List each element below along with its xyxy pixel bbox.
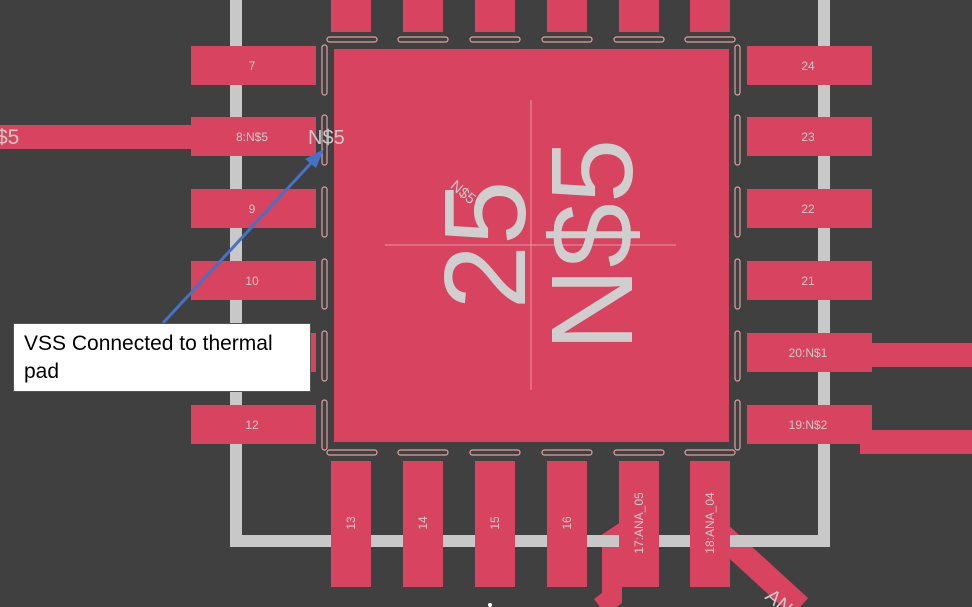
pad-top[interactable] [619, 0, 659, 32]
net-label-left-edge: $5 [0, 126, 19, 149]
pad-label-12: 12 [245, 418, 259, 432]
pad-label-24: 24 [801, 59, 815, 73]
pad-22[interactable] [747, 189, 872, 228]
pad-label-22: 22 [801, 202, 815, 216]
pad-10[interactable] [191, 261, 316, 300]
pad-12[interactable] [191, 405, 316, 444]
pad-label-23: 23 [801, 130, 815, 144]
pad-label-21: 21 [801, 274, 815, 288]
pad-13[interactable] [331, 461, 371, 587]
right-pads: 24 23 22 21 20:N$1 19:N$2 [747, 46, 872, 444]
pad-15[interactable] [475, 461, 515, 587]
pad-label-16: 16 [560, 516, 574, 530]
pad-9[interactable] [191, 189, 316, 228]
pad-21[interactable] [747, 261, 872, 300]
net-label-n5: N$5 [308, 127, 345, 149]
cursor-dot [488, 603, 492, 607]
pad-label-19: 19:N$2 [789, 418, 828, 432]
pad-14[interactable] [403, 461, 443, 587]
pad-8[interactable] [191, 117, 316, 156]
pad-top[interactable] [331, 0, 371, 32]
bottom-pads: 13 14 15 16 17:ANA_05 18:ANA_04 [331, 461, 730, 587]
pad-20[interactable] [747, 333, 872, 372]
thermal-pad-group: 25 N$5 N$5 [334, 49, 729, 442]
pad-label-18: 18:ANA_04 [703, 492, 717, 554]
pad-label-15: 15 [488, 516, 502, 530]
thermal-pad-net: N$5 [527, 139, 657, 352]
trace-n2-right [860, 430, 972, 454]
annotation-line-2: pad [24, 360, 60, 383]
pad-label-9: 9 [249, 202, 256, 216]
pad-top[interactable] [403, 0, 443, 32]
pad-17[interactable] [619, 461, 659, 587]
trace-n1-right [860, 343, 972, 367]
pad-label-10: 10 [245, 274, 259, 288]
pad-19[interactable] [747, 405, 872, 444]
pad-top[interactable] [690, 0, 730, 32]
annotation-callout: VSS Connected to thermal pad [13, 323, 311, 392]
annotation-line-1: VSS Connected to thermal [24, 332, 273, 355]
pad-label-20: 20:N$1 [789, 346, 828, 360]
pad-top[interactable] [475, 0, 515, 32]
pad-label-17: 17:ANA_05 [632, 492, 646, 554]
arrow-head-icon [305, 149, 324, 168]
pad-16[interactable] [547, 461, 587, 587]
top-pads [331, 0, 730, 32]
annotation-arrow [161, 149, 324, 325]
pad-18[interactable] [690, 461, 730, 587]
trace-n5-left [0, 125, 200, 149]
pad-23[interactable] [747, 117, 872, 156]
pad-outline-markers [321, 36, 741, 456]
pad-label-7: 7 [249, 59, 256, 73]
pad-top[interactable] [547, 0, 587, 32]
pad-7[interactable] [191, 46, 316, 85]
pad-label-13: 13 [344, 516, 358, 530]
pad-24[interactable] [747, 46, 872, 85]
pad-label-8: 8:N$5 [236, 130, 268, 144]
thermal-pad-number: 25 [420, 180, 550, 309]
pad-label-14: 14 [416, 516, 430, 530]
